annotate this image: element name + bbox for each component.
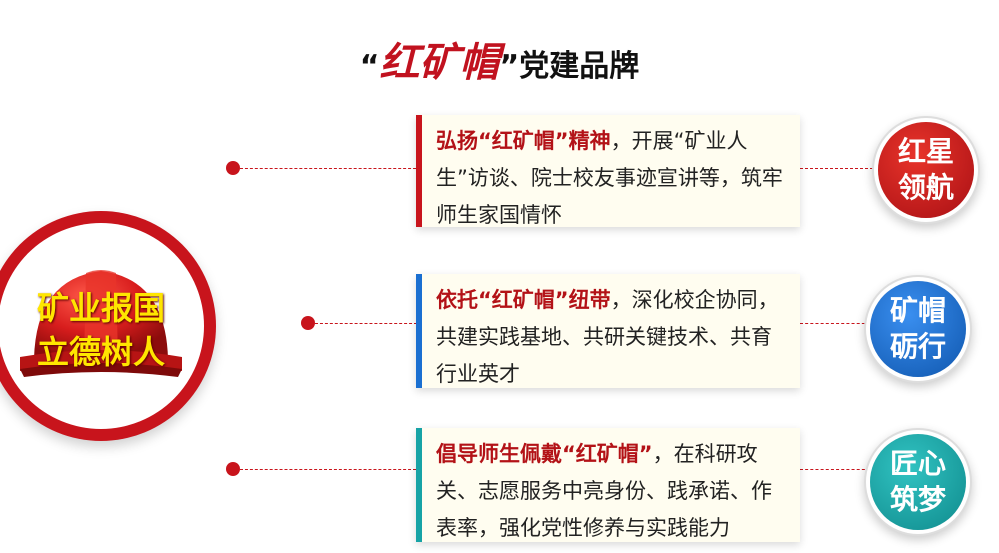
connector-line-3 [240,469,416,470]
item-card-3-text: 倡导师生佩戴“红矿帽”，在科研攻关、志愿服务中亮身份、践承诺、作表率，强化党性修… [436,436,790,547]
hub-line-1: 矿业报国 [36,289,165,327]
item-card-2-text: 依托“红矿帽”纽带，深化校企协同，共建实践基地、共研关键技术、共育行业英才 [436,282,790,393]
title-quote-open: “ [359,49,380,84]
connector-dot-2 [301,316,315,330]
item-2-body: ，深化校企协同，共建实践基地、共研关键技术、共育行业英才 [436,288,779,386]
title-rest: 党建品牌 [519,49,640,84]
hub-circle: 矿业报国 立德树人 [6,231,196,421]
item-card-2: 依托“红矿帽”纽带，深化校企协同，共建实践基地、共研关键技术、共育行业英才 [416,274,800,388]
badge-2-line-1: 矿帽 [889,294,946,327]
item-1-body: ，开展“矿业人生”访谈、院士校友事迹宣讲等，筑牢师生家国情怀 [436,129,783,227]
item-card-3-bar [416,428,422,542]
badge-1-line-1: 红星 [897,135,954,168]
item-1-lead: 弘扬“红矿帽”精神 [436,129,611,153]
title-quote-close: ” [499,49,520,84]
badge-1-line-2: 领航 [897,171,954,204]
item-card-1: 弘扬“红矿帽”精神，开展“矿业人生”访谈、院士校友事迹宣讲等，筑牢师生家国情怀 [416,115,800,227]
item-card-1-text: 弘扬“红矿帽”精神，开展“矿业人生”访谈、院士校友事迹宣讲等，筑牢师生家国情怀 [436,123,790,234]
item-2-lead: 依托“红矿帽”纽带 [436,288,611,312]
connector-line-2b [800,323,870,324]
badge-3: 匠心筑梦 [870,434,966,530]
connector-line-1 [240,168,416,169]
item-3-lead: 倡导师生佩戴“红矿帽” [436,442,653,466]
item-card-3: 倡导师生佩戴“红矿帽”，在科研攻关、志愿服务中亮身份、践承诺、作表率，强化党性修… [416,428,800,542]
title-highlight: 红矿帽 [379,39,500,86]
item-card-2-bar [416,274,422,388]
connector-line-3b [800,469,870,470]
connector-dot-3 [226,462,240,476]
connector-line-1b [800,168,878,169]
page-title: “红矿帽”党建品牌 [0,30,999,88]
hub-line-2: 立德树人 [36,333,165,371]
item-card-1-bar [416,115,422,227]
hub-text: 矿业报国 立德树人 [6,286,196,374]
badge-2: 矿帽砺行 [870,281,966,377]
connector-dot-1 [226,161,240,175]
badge-2-line-2: 砺行 [889,330,946,363]
badge-1: 红星领航 [878,122,974,218]
item-3-body: ，在科研攻关、志愿服务中亮身份、践承诺、作表率，强化党性修养与实践能力 [436,442,772,540]
badge-3-line-1: 匠心 [889,447,946,480]
hard-hat-icon [20,270,182,377]
connector-line-2 [315,323,417,324]
badge-3-line-2: 筑梦 [889,483,946,516]
